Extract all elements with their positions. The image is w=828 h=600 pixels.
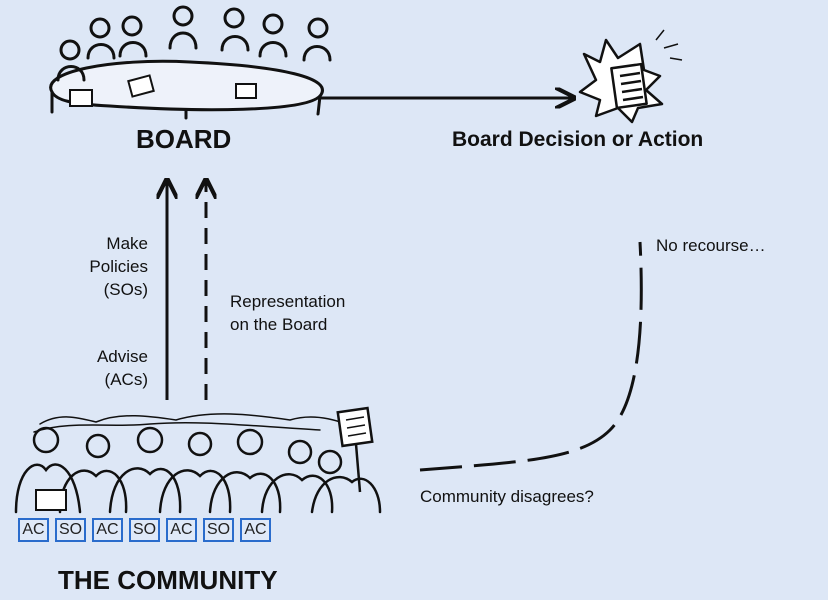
badge-so: SO (129, 518, 160, 542)
policies-label-line: Make (106, 234, 148, 253)
advise-label-line: (ACs) (104, 370, 148, 389)
badge-ac: AC (240, 518, 271, 542)
recourse-path (419, 241, 643, 472)
community-title: THE COMMUNITY (58, 565, 278, 595)
board-meeting-icon (49, 5, 332, 120)
representation-label-line: on the Board (230, 315, 328, 334)
stakeholder-badges: AC SO AC SO AC SO AC (18, 518, 271, 542)
decision-document-icon (578, 29, 683, 124)
advise-label-line: Advise (96, 347, 148, 366)
badge-ac: AC (92, 518, 123, 542)
board-title: BOARD (136, 124, 232, 154)
representation-label: Representation on the Board (230, 290, 345, 336)
protest-sign-icon (336, 406, 374, 493)
badge-ac: AC (166, 518, 197, 542)
policies-label-line: (SOs) (103, 280, 148, 299)
policies-label: Make Policies (SOs) (74, 232, 148, 301)
policies-label-line: Policies (89, 257, 148, 276)
badge-so: SO (203, 518, 234, 542)
badge-ac: AC (18, 518, 49, 542)
community-crowd-icon (14, 413, 382, 514)
community-disagrees-label: Community disagrees? (420, 487, 594, 506)
decision-title: Board Decision or Action (452, 128, 704, 151)
representation-label-line: Representation (230, 292, 346, 311)
advise-label: Advise (ACs) (74, 345, 148, 391)
badge-so: SO (55, 518, 86, 542)
no-recourse-label: No recourse… (656, 236, 766, 255)
